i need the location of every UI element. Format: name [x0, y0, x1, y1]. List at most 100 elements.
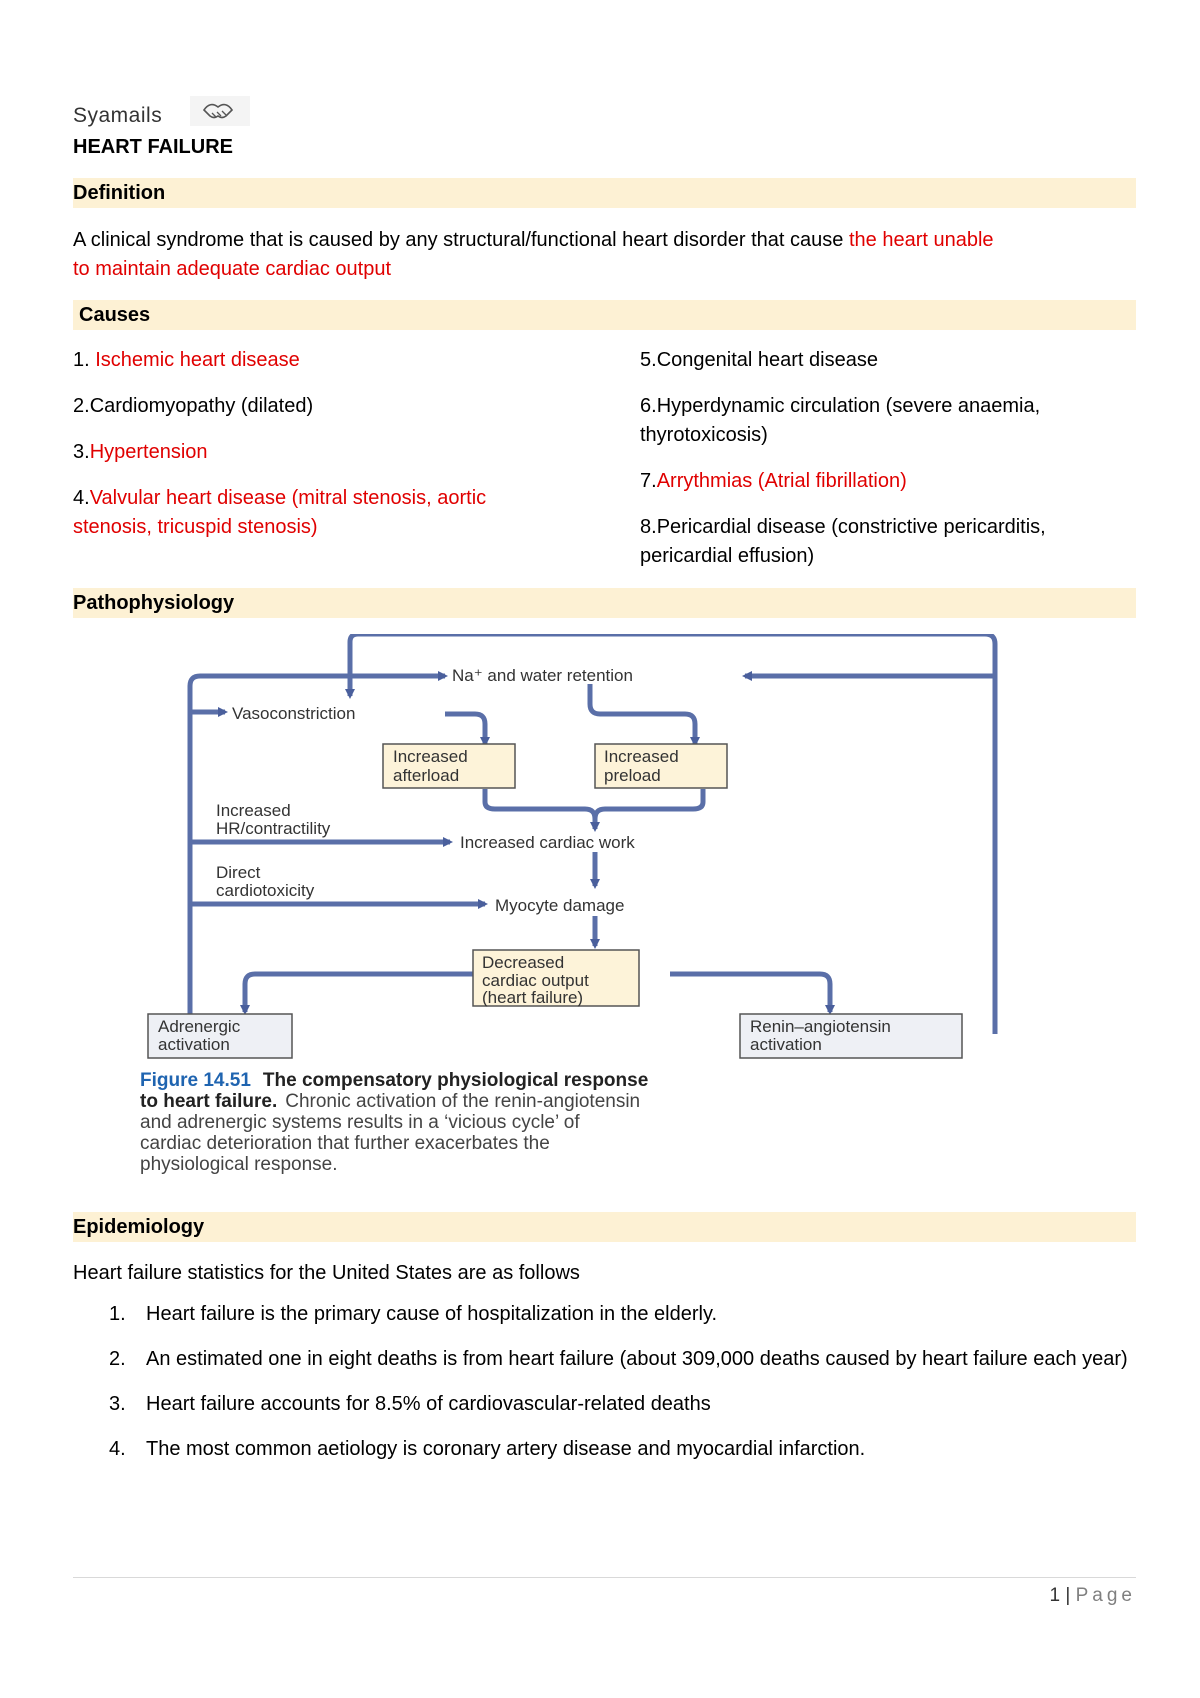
cause-number: 8.: [640, 516, 657, 538]
cause-text: Hypertension: [89, 441, 208, 463]
causes-heading: Causes: [79, 304, 151, 326]
list-number: 3.: [109, 1393, 126, 1415]
page-number: 1: [1049, 1585, 1061, 1606]
cause-item-4: 4.Valvular heart disease (mitral stenosi…: [73, 484, 486, 542]
adrenergic-label-1: Adrenergic: [158, 1017, 241, 1036]
cause-text: Pericardial disease (constrictive perica…: [656, 516, 1046, 538]
hr-label-2: HR/contractility: [216, 819, 331, 838]
definition-heading: Definition: [73, 182, 166, 204]
afterload-box: [382, 743, 516, 789]
na-to-preload-arrow: [587, 684, 700, 747]
cause-text: Valvular heart disease (mitral stenosis,…: [89, 487, 487, 509]
cause-item-7: 7.Arrythmias (Atrial fibrillation): [640, 467, 907, 496]
caption-line-4: cardiac deterioration that further exace…: [140, 1133, 550, 1154]
hr-label-1: Increased: [216, 801, 291, 820]
list-number: 1.: [109, 1303, 126, 1325]
direct-label-1: Direct: [216, 863, 261, 882]
cause-number: 4.: [73, 487, 90, 509]
definition-emphasis-2: to maintain adequate cardiac output: [73, 258, 391, 280]
list-text: Heart failure accounts for 8.5% of cardi…: [146, 1393, 711, 1415]
epidemiology-heading: Epidemiology: [73, 1216, 205, 1238]
afterload-label-2: afterload: [393, 766, 459, 785]
cause-item-1: 1. Ischemic heart disease: [73, 346, 300, 375]
handshake-logo-icon: [190, 96, 250, 126]
list-item: 1. Heart failure is the primary cause of …: [73, 1300, 1136, 1329]
cause-number: 7.: [640, 470, 657, 492]
feedback-arrow-left: [187, 671, 448, 1034]
list-item: 2. An estimated one in eight deaths is fr…: [73, 1345, 1136, 1374]
pathophysiology-heading-band: Pathophysiology: [73, 588, 1136, 618]
definition-emphasis-1: the heart unable: [848, 229, 994, 251]
afterload-label-1: Increased: [393, 747, 468, 766]
cause-text: Arrythmias (Atrial fibrillation): [656, 470, 907, 492]
page-footer: 1 | Page: [1050, 1585, 1136, 1607]
cause-item-5: 5.Congenital heart disease: [640, 346, 878, 375]
dco-label-3: (heart failure): [482, 988, 583, 1007]
preload-box: [594, 743, 728, 789]
dco-label-2: cardiac output: [482, 971, 589, 990]
list-text: Heart failure is the primary cause of ho…: [146, 1303, 718, 1325]
cause-item-6: 6.Hyperdynamic circulation (severe anaem…: [640, 392, 1040, 450]
list-text: An estimated one in eight deaths is from…: [146, 1348, 1128, 1370]
direct-label-2: cardiotoxicity: [216, 881, 315, 900]
list-number: 2.: [109, 1348, 126, 1370]
vasoconstriction-label: Vasoconstriction: [232, 704, 355, 723]
page-title: HEART FAILURE: [73, 136, 233, 158]
dco-to-adrenergic-arrow: [240, 971, 525, 1015]
cause-text-continued: stenosis, tricuspid stenosis): [73, 516, 318, 538]
page-label: Page: [1075, 1585, 1136, 1606]
adrenergic-box: [147, 1013, 293, 1059]
renin-label-2: activation: [750, 1035, 822, 1054]
definition-plain: A clinical syndrome that is caused by an…: [73, 229, 849, 251]
caption-line-3: and adrenergic systems results in a ‘vic…: [140, 1112, 580, 1133]
preload-label-1: Increased: [604, 747, 679, 766]
causes-heading-band: Causes: [73, 300, 1136, 330]
cause-number: 3.: [73, 441, 90, 463]
caption-bold-continued: to heart failure.: [140, 1091, 277, 1112]
preload-label-2: preload: [604, 766, 661, 785]
cause-item-8: 8.Pericardial disease (constrictive peri…: [640, 513, 1046, 571]
pathophysiology-heading: Pathophysiology: [73, 592, 235, 614]
cause-text-continued: pericardial effusion): [640, 545, 815, 567]
caption-text: Chronic activation of the renin-angioten…: [285, 1091, 640, 1112]
list-item: 3. Heart failure accounts for 8.5% of car…: [73, 1390, 1136, 1419]
cause-number: 5.: [640, 349, 657, 371]
cause-item-3: 3.Hypertension: [73, 438, 208, 467]
list-text: The most common aetiology is coronary ar…: [146, 1438, 866, 1460]
cause-text-continued: thyrotoxicosis): [640, 424, 768, 446]
dco-to-renin-arrow: [670, 971, 835, 1015]
footer-divider: [73, 1577, 1136, 1578]
na-to-vaso-arrow: [347, 634, 998, 1034]
caption-figure-label: Figure 14.51: [140, 1070, 251, 1091]
adrenergic-label-2: activation: [158, 1035, 230, 1054]
epidemiology-intro: Heart failure statistics for the United …: [73, 1262, 580, 1284]
vaso-to-afterload-arrow: [445, 711, 490, 747]
caption-line-2: to heart failure. Chronic activation of t…: [140, 1091, 640, 1112]
cause-text: Congenital heart disease: [656, 349, 878, 371]
list-number: 4.: [109, 1438, 126, 1460]
epidemiology-heading-band: Epidemiology: [73, 1212, 1136, 1242]
list-item: 4. The most common aetiology is coronary …: [73, 1435, 1136, 1464]
preload-to-work-arrow: [592, 789, 706, 820]
dco-label-1: Decreased: [482, 953, 564, 972]
footer-separator: |: [1060, 1585, 1076, 1606]
cause-text: Hyperdynamic circulation (severe anaemia…: [656, 395, 1041, 417]
renin-box: [739, 1013, 963, 1059]
caption-bold-title: The compensatory physiological response: [263, 1070, 648, 1091]
definition-heading-band: Definition: [73, 178, 1136, 208]
cardiac-work-label: Increased cardiac work: [460, 833, 635, 852]
cause-text: Cardiomyopathy (dilated): [89, 395, 314, 417]
dco-box: [472, 949, 640, 1007]
cause-number: 1.: [73, 349, 96, 371]
cause-number: 2.: [73, 395, 90, 417]
cause-number: 6.: [640, 395, 657, 417]
afterload-to-work-arrow: [482, 789, 600, 832]
na-retention-label: Na⁺ and water retention: [452, 666, 633, 685]
renin-label-1: Renin–angiotensin: [750, 1017, 891, 1036]
pathophysiology-figure: Na⁺ and water retention Vasoconstriction…: [140, 634, 998, 1175]
epidemiology-list: 1. Heart failure is the primary cause of …: [73, 1300, 1136, 1480]
cause-text: Ischemic heart disease: [95, 349, 300, 371]
cause-item-2: 2.Cardiomyopathy (dilated): [73, 392, 313, 421]
caption-line-1: Figure 14.51 The compensatory physiologic…: [140, 1070, 648, 1091]
